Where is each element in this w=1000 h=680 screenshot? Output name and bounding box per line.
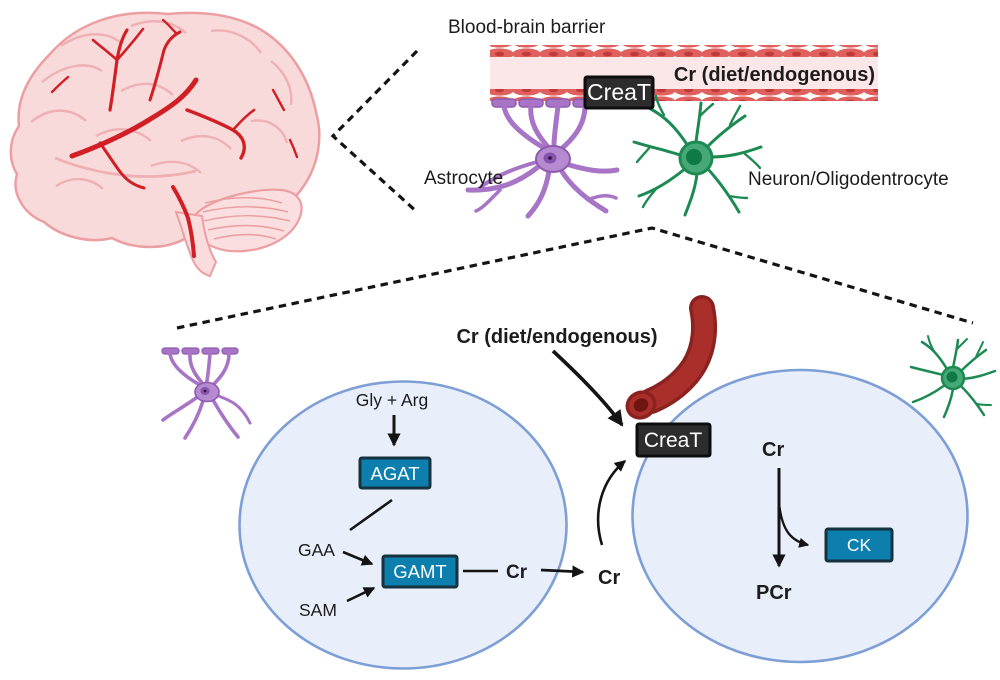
astrocyte-label: Astrocyte [424, 168, 503, 189]
gamt-box [381, 554, 459, 589]
creat-transporter-top: CreaT [583, 75, 655, 110]
cr-neuron-label: Cr [762, 439, 784, 461]
creat-box-top [583, 75, 655, 110]
gly-arg-label: Gly + Arg [356, 390, 428, 410]
astrocyte-branches [465, 103, 620, 219]
neuron-branches [632, 94, 763, 217]
brain-arteries [50, 18, 299, 258]
blood-brain-barrier-label: Blood-brain barrier [448, 17, 606, 38]
vessel-top-wall [490, 45, 878, 57]
cr-extracellular-label: Cr [598, 567, 620, 589]
capillary-vessel [625, 295, 717, 420]
astrocyte-cell-circle [238, 380, 568, 670]
neuron-cell-circle [631, 368, 969, 664]
arrow-branch-to-ck [777, 502, 810, 548]
line-agat-to-gaa [349, 498, 393, 532]
zoom-v-dotted-line [176, 226, 974, 330]
arrow-sam-to-gamt [346, 586, 376, 603]
arrow-cr-export [540, 565, 585, 578]
cr-astrocyte-label: Cr [506, 562, 528, 583]
cr-source-label-top: Cr (diet/endogenous) [674, 64, 875, 86]
neuron-nucleus [686, 149, 702, 165]
creat-label-bottom: CreaT [644, 429, 703, 452]
sam-label: SAM [299, 600, 337, 620]
neuron-pathway: Cr CK PCr [756, 439, 894, 604]
brain-cerebellum [194, 188, 303, 253]
agat-box [358, 456, 432, 490]
gaa-label: GAA [298, 540, 335, 560]
neuron-illustration [632, 94, 763, 217]
ck-label: CK [847, 535, 872, 555]
cerebellum-striations [202, 197, 291, 240]
zoom-bracket-dotted-line [330, 49, 419, 214]
ck-box [824, 527, 894, 563]
vessel-lumen [490, 52, 878, 94]
astrocyte-pathway: Gly + Arg AGAT GAA GAMT SAM Cr [298, 390, 585, 620]
brain-illustration [9, 11, 321, 278]
arrow-cr-diet-to-creat [551, 349, 624, 427]
arrow-cr-to-creat [596, 459, 627, 546]
pcr-label: PCr [756, 582, 792, 604]
creat-transporter-bottom: CreaT [635, 422, 712, 458]
brain-stem [174, 210, 218, 278]
astrocyte-nucleolus [548, 156, 552, 160]
neuron-icon-small [909, 335, 997, 419]
astrocyte-illustration [465, 98, 620, 219]
creat-box-bottom [635, 422, 712, 458]
brain-gyri [30, 20, 293, 190]
neuron-label: Neuron/Oligodentrocyte [748, 169, 949, 190]
agat-label: AGAT [371, 463, 420, 484]
arrow-gaa-to-gamt [342, 550, 374, 566]
cr-source-label-bottom: Cr (diet/endogenous) [456, 326, 657, 348]
gamt-label: GAMT [393, 561, 446, 582]
astrocyte-icon-small [161, 347, 252, 440]
creat-label-top: CreaT [587, 79, 651, 105]
